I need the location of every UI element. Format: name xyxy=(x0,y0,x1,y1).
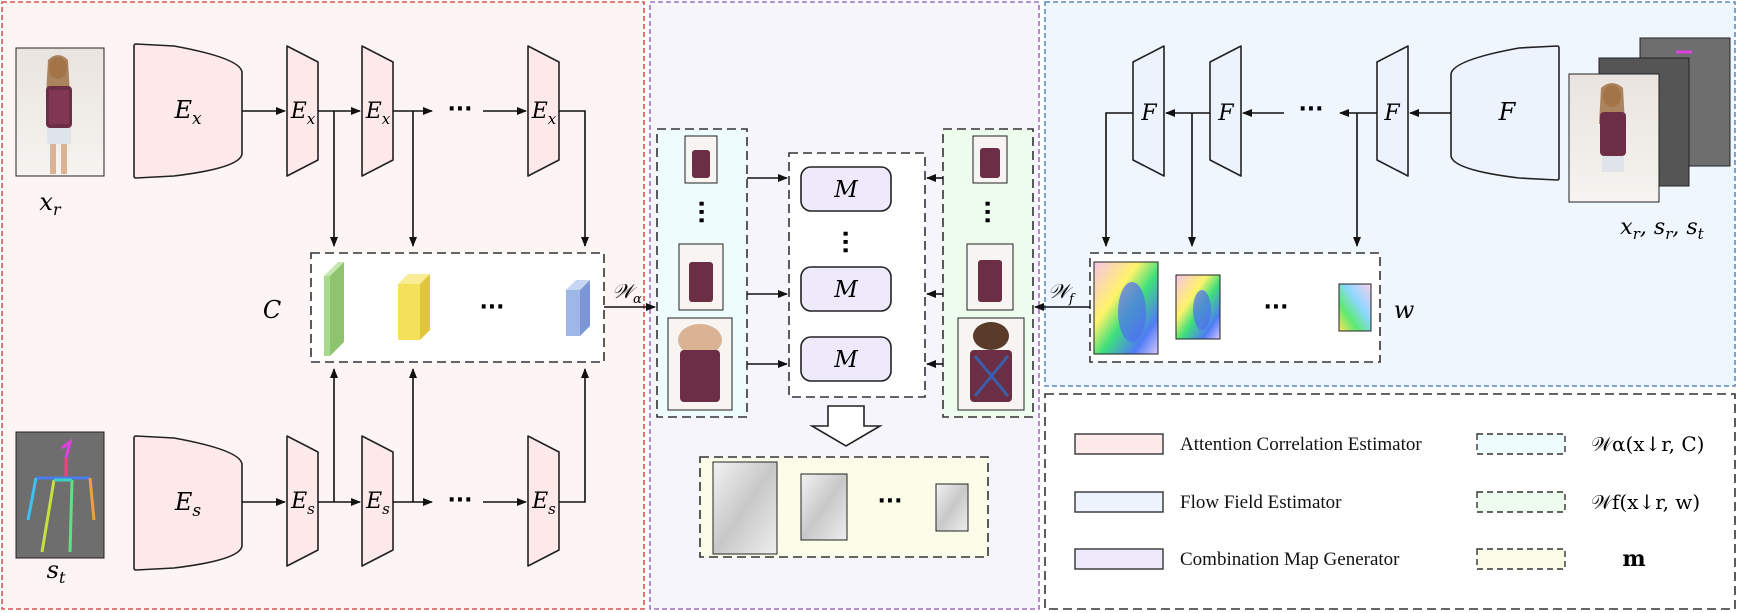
svg-text:m: m xyxy=(1622,546,1645,572)
encoder-es-1: Es xyxy=(286,435,319,567)
svg-text:Ex: Ex xyxy=(173,96,202,129)
feature-cube-yellow xyxy=(398,274,430,340)
wa-dots: ··· xyxy=(688,199,713,224)
m-arrows xyxy=(747,174,943,368)
mask-dots: ··· xyxy=(877,489,902,514)
svg-text:Flow Field Estimator: Flow Field Estimator xyxy=(1180,492,1342,513)
svg-text:Es: Es xyxy=(174,488,202,521)
legend-m: m xyxy=(1476,546,1646,572)
es-dots: ··· xyxy=(447,488,472,513)
legend-wf: 𝒲f(x↓r, w) xyxy=(1476,490,1700,514)
flow-encoder-2: F xyxy=(1209,45,1242,177)
c-dots: ··· xyxy=(479,295,504,320)
svg-text:F: F xyxy=(1383,101,1400,126)
flow-field-icon xyxy=(1093,261,1372,355)
legend-attention: Attention Correlation Estimator xyxy=(1074,433,1422,455)
svg-text:M: M xyxy=(833,177,859,203)
encoder-ex-1: Ex xyxy=(286,45,319,177)
svg-text:F: F xyxy=(1217,101,1234,126)
label-c: C xyxy=(263,296,281,324)
encoder-ex-n: Ex xyxy=(527,45,560,177)
legend-flow: Flow Field Estimator xyxy=(1074,491,1342,513)
legend-combination: Combination Map Generator xyxy=(1074,548,1400,570)
down-arrow-icon xyxy=(809,405,883,447)
svg-text:𝒲f(x↓r, w): 𝒲f(x↓r, w) xyxy=(1591,490,1700,514)
es-arrows xyxy=(242,368,589,506)
svg-text:M: M xyxy=(833,347,859,373)
svg-text:Es: Es xyxy=(531,489,556,518)
feature-cube-blue xyxy=(566,280,590,336)
encoder-ex-2: Ex xyxy=(361,45,394,177)
encoder-es-n: Es xyxy=(527,435,560,567)
svg-text:F: F xyxy=(1498,98,1517,126)
wf-dots: ··· xyxy=(974,199,999,224)
garment-image-icon xyxy=(667,135,733,411)
encoder-es-2: Es xyxy=(361,435,394,567)
svg-text:𝒲α(x↓r, C): 𝒲α(x↓r, C) xyxy=(1591,432,1705,456)
label-w: w xyxy=(1394,296,1415,324)
m-block-3: M xyxy=(800,336,892,382)
svg-text:Ex: Ex xyxy=(365,99,391,128)
flow-warped-image-icon xyxy=(957,135,1025,411)
label-xr: xr xyxy=(39,188,62,219)
m-block-1: M xyxy=(800,166,892,212)
encoder-es-main: Es xyxy=(133,435,243,571)
svg-text:Es: Es xyxy=(365,489,390,518)
flow-encoder-1: F xyxy=(1376,45,1409,177)
svg-text:Ex: Ex xyxy=(290,99,316,128)
svg-text:Es: Es xyxy=(290,489,315,518)
feature-cube-icon xyxy=(324,262,344,356)
pose-skeleton-icon xyxy=(15,431,105,559)
f-dots: ··· xyxy=(1298,97,1323,122)
label-inputs: xr, sr, st xyxy=(1620,215,1704,243)
svg-text:Attention Correlation Estimato: Attention Correlation Estimator xyxy=(1180,434,1422,455)
m-dots: ··· xyxy=(832,229,857,254)
m-block-2: M xyxy=(800,266,892,312)
ex-arrows xyxy=(242,107,589,247)
svg-text:M: M xyxy=(833,277,859,303)
flow-arrows xyxy=(1102,109,1451,247)
legend-wa: 𝒲α(x↓r, C) xyxy=(1476,432,1705,456)
flow-encoder-main: F xyxy=(1450,45,1560,181)
svg-text:Ex: Ex xyxy=(531,99,557,128)
mask-image-icon xyxy=(712,461,969,555)
encoder-ex-main: Ex xyxy=(133,43,243,179)
svg-text:F: F xyxy=(1140,101,1157,126)
person-image-icon xyxy=(15,47,105,177)
correlation-box xyxy=(310,252,605,363)
inputs-stack-icon xyxy=(1568,37,1731,203)
label-st: st xyxy=(47,556,66,587)
w-dots: ··· xyxy=(1263,295,1288,320)
ex-dots: ··· xyxy=(447,97,472,122)
svg-text:Combination Map Generator: Combination Map Generator xyxy=(1180,549,1400,570)
flow-encoder-n: F xyxy=(1132,45,1165,177)
